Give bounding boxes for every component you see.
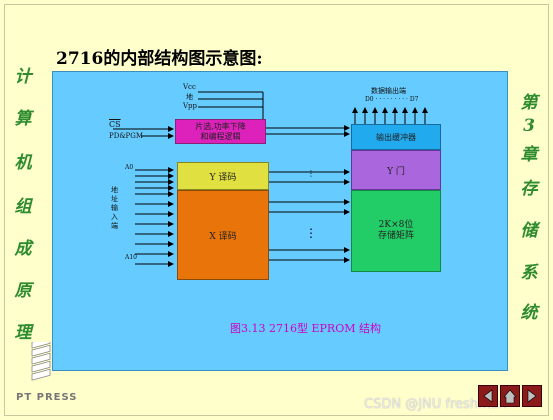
page-title: 2716的内部结构图示意图:: [56, 49, 263, 69]
right-char: 统: [520, 303, 538, 323]
left-char: 原: [14, 281, 32, 301]
right-char: 第: [520, 93, 538, 113]
arrow-right-icon: [527, 389, 537, 403]
address-end-label: A10: [125, 254, 137, 261]
home-slide-button[interactable]: [500, 385, 520, 407]
output-buffer-block: 输出缓冲器: [351, 124, 441, 150]
diagram-panel: ⋮ ⋮ Vcc 地 Vpp CS PD&PGM 片选,功率下降 和编程逻辑 数据…: [52, 71, 508, 371]
data-output-label: 数据输出端: [371, 87, 406, 95]
svg-text:⋮: ⋮: [305, 226, 317, 240]
svg-text:⋮: ⋮: [307, 169, 315, 178]
data-output-range: D0 · · · · · · · · · D7: [365, 96, 419, 103]
cs-label: CS: [109, 120, 121, 129]
control-logic-block: 片选,功率下降 和编程逻辑: [175, 119, 266, 144]
right-char: 3: [523, 116, 535, 136]
left-char: 成: [14, 239, 32, 259]
left-char: 理: [14, 323, 32, 343]
slide-nav: [478, 385, 544, 409]
figure-caption: 图3.13 2716型 EPROM 结构: [230, 322, 381, 335]
home-icon: [503, 389, 517, 404]
right-char: 系: [520, 263, 538, 283]
y-gate-block: Y 门: [351, 150, 441, 190]
left-char: 机: [14, 153, 32, 173]
right-char: 章: [520, 145, 538, 165]
y-decoder-block: Y 译码: [177, 162, 269, 190]
x-decoder-block: X 译码: [177, 190, 269, 280]
next-slide-button[interactable]: [522, 385, 542, 407]
left-char: 组: [14, 197, 32, 217]
storage-matrix-block: 2K×8位 存储矩阵: [351, 190, 441, 272]
address-input-label: 地 址 输 入 端: [111, 186, 118, 230]
slide-border: [4, 4, 549, 416]
arrow-left-icon: [483, 389, 493, 403]
right-char: 储: [520, 221, 538, 241]
ground-label: 地: [186, 93, 193, 101]
vpp-label: Vpp: [183, 102, 198, 110]
right-char: 存: [520, 179, 538, 199]
diagram-wires: ⋮ ⋮: [113, 91, 428, 267]
pd-pgm-label: PD&PGM: [109, 132, 144, 140]
left-char: 算: [14, 109, 32, 129]
logo-text: PT PRESS: [16, 392, 78, 403]
prev-slide-button[interactable]: [478, 385, 498, 407]
address-start-label: A0: [125, 164, 134, 171]
watermark: CSDN @JNU freshman: [364, 397, 507, 412]
vcc-label: Vcc: [183, 83, 196, 91]
left-char: 计: [14, 67, 32, 87]
pt-press-logo: [31, 342, 51, 381]
